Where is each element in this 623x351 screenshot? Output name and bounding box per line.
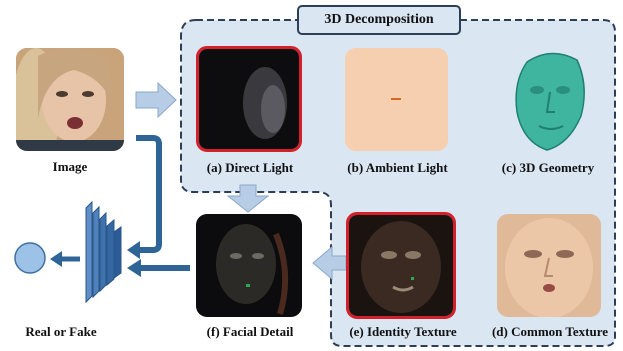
decomposition-title-box: 3D Decomposition (297, 5, 461, 35)
direct-light-caption: (a) Direct Light (206, 160, 294, 175)
geometry-caption: (c) 3D Geometry (501, 160, 595, 175)
input-image-caption: Image (52, 159, 88, 174)
output-caption: Real or Fake (25, 324, 97, 339)
facial-detail-thumbnail (196, 214, 302, 317)
identity-texture-thumbnail (346, 212, 456, 319)
decomposition-title: 3D Decomposition (324, 12, 434, 27)
ambient-light-thumbnail (345, 48, 448, 151)
common-texture-thumbnail (497, 214, 601, 317)
identity-texture-caption: (e) Identity Texture (349, 324, 457, 339)
input-image-thumbnail (16, 48, 124, 151)
common-texture-caption: (d) Common Texture (491, 324, 609, 339)
direct-light-thumbnail (196, 46, 302, 152)
geometry-thumbnail (497, 46, 601, 152)
facial-detail-caption: (f) Facial Detail (206, 324, 294, 339)
ambient-light-caption: (b) Ambient Light (347, 160, 448, 175)
